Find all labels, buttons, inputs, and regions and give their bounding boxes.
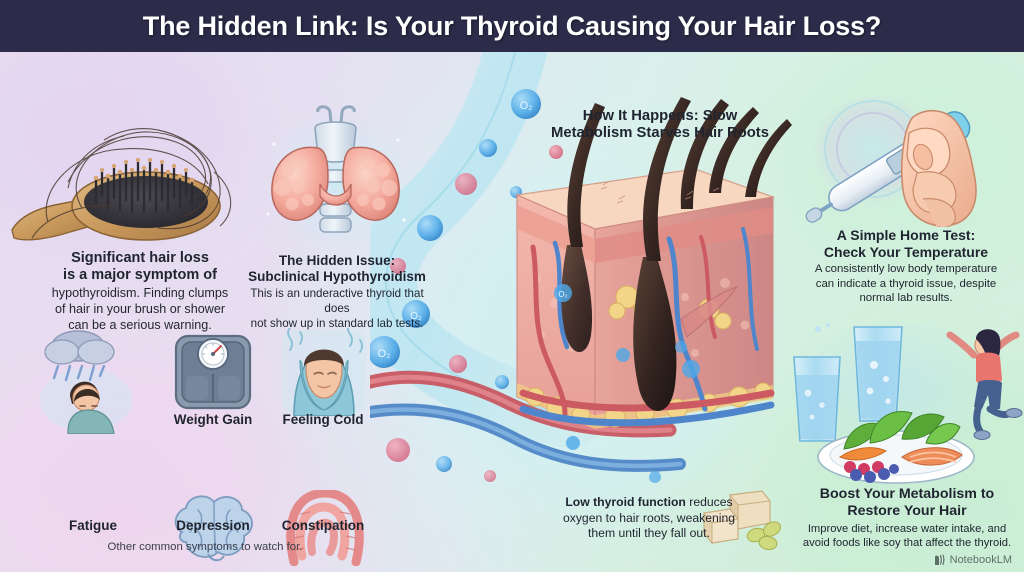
boost-metabolism-body-line1: Improve diet, increase water intake, and bbox=[807, 522, 1007, 535]
thyroid-gland-illustration bbox=[261, 105, 409, 250]
home-test-body-line2: can indicate a thyroid issue, despite bbox=[815, 277, 997, 290]
hair-loss-heading-line2: is a major symptom of bbox=[63, 267, 217, 284]
how-it-happens-text-block: How It Happens: Slow Metabolism Starves … bbox=[515, 108, 805, 143]
symptom-icon-constipation bbox=[286, 490, 364, 566]
home-test-body-line1: A consistently low body temperature bbox=[814, 263, 998, 276]
boost-metabolism-text-block: Boost Your Metabolism to Restore Your Ha… bbox=[793, 486, 1021, 550]
hidden-issue-text-block: The Hidden Issue: Subclinical Hypothyroi… bbox=[237, 253, 437, 331]
how-it-happens-heading-line2: Metabolism Starves Hair Roots bbox=[551, 125, 769, 142]
symptom-icon-fatigue bbox=[40, 330, 132, 434]
symptom-label-feeling-cold: Feeling Cold bbox=[282, 412, 364, 427]
symptom-icon-weight-gain bbox=[174, 334, 252, 410]
notebooklm-logo-icon bbox=[934, 554, 945, 565]
symptom-label-constipation: Constipation bbox=[281, 518, 365, 533]
hair-loss-text-block: Significant hair loss is a major symptom… bbox=[28, 250, 252, 334]
hair-loss-body-line2: of hair in your brush or shower bbox=[54, 302, 226, 317]
thermometer-illustration bbox=[805, 93, 977, 227]
boost-metabolism-heading-line2: Restore Your Hair bbox=[847, 502, 967, 519]
low-thyroid-body-line1-rest: reduces bbox=[685, 495, 733, 509]
symptom-icon-feeling-cold bbox=[282, 328, 366, 416]
boost-metabolism-heading-line1: Boost Your Metabolism to bbox=[819, 486, 995, 502]
low-thyroid-body-line3: them until they fall out. bbox=[588, 526, 710, 541]
hidden-issue-body-line2: not show up in standard lab tests. bbox=[250, 316, 424, 330]
symptom-label-fatigue: Fatigue bbox=[68, 518, 117, 533]
low-thyroid-body-line2: oxygen to hair roots, weakening bbox=[562, 510, 736, 525]
hidden-issue-body-line1: This is an underactive thyroid that does bbox=[250, 286, 424, 315]
low-thyroid-body-bold: Low thyroid function bbox=[565, 495, 686, 509]
svg-text:O₂: O₂ bbox=[558, 290, 567, 299]
home-test-body-line3: normal lab results. bbox=[859, 292, 953, 305]
hair-loss-body-line3: can be a serious warning. bbox=[68, 318, 212, 333]
home-test-heading-line1: A Simple Home Test: bbox=[836, 227, 976, 243]
notebooklm-watermark: NotebookLM bbox=[933, 554, 1012, 566]
hair-loss-heading-line1: Significant hair loss bbox=[71, 250, 209, 266]
how-it-happens-heading-line1: How It Happens: Slow bbox=[582, 108, 738, 124]
infographic-canvas: O₂ O₂ O₂ bbox=[0, 52, 1024, 572]
boost-metabolism-body-line2: avoid foods like soy that affect the thy… bbox=[802, 536, 1012, 549]
hidden-issue-heading-line1: The Hidden Issue: bbox=[278, 253, 396, 268]
home-test-text-block: A Simple Home Test: Check Your Temperatu… bbox=[798, 227, 1014, 306]
low-thyroid-text-block: Low thyroid function reduces oxygen to h… bbox=[538, 495, 760, 542]
notebooklm-label: NotebookLM bbox=[949, 554, 1012, 566]
header-bar: The Hidden Link: Is Your Thyroid Causing… bbox=[0, 0, 1024, 52]
symptom-label-weight-gain: Weight Gain bbox=[173, 412, 253, 427]
symptoms-caption: Other common symptoms to watch for. bbox=[40, 540, 370, 555]
svg-text:O₂: O₂ bbox=[520, 100, 533, 112]
symptoms-caption-text: Other common symptoms to watch for. bbox=[107, 541, 303, 553]
svg-text:O₂: O₂ bbox=[410, 311, 422, 322]
hidden-issue-heading-line2: Subclinical Hypothyroidism bbox=[248, 268, 426, 284]
svg-text:O₂: O₂ bbox=[378, 348, 391, 360]
hairbrush-illustration bbox=[11, 128, 232, 241]
hair-loss-body-line1: hypothyroidism. Finding clumps bbox=[51, 286, 229, 301]
healthy-food-illustration bbox=[790, 321, 1023, 484]
skin-cross-section-illustration: O₂ bbox=[514, 97, 792, 483]
home-test-heading-line2: Check Your Temperature bbox=[823, 243, 989, 260]
page-title: The Hidden Link: Is Your Thyroid Causing… bbox=[142, 10, 882, 41]
symptom-label-depression: Depression bbox=[176, 518, 250, 533]
